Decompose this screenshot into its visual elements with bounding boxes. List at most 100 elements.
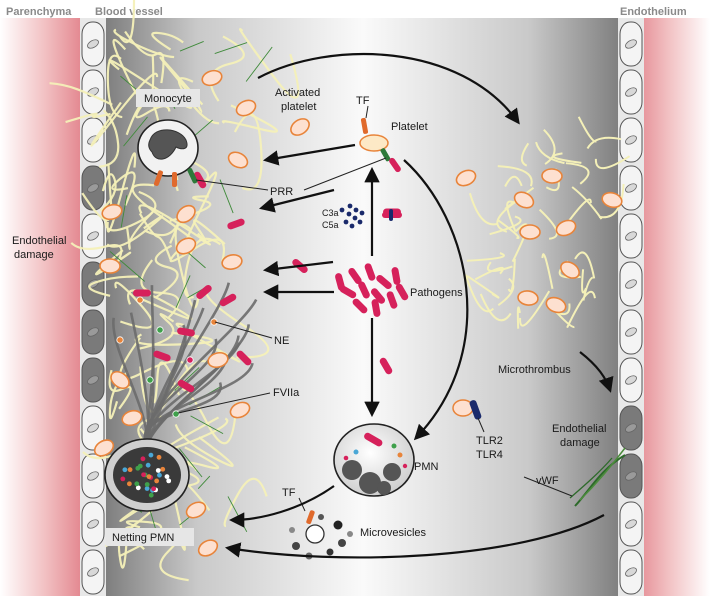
arrow-platelet-monocyte — [262, 143, 356, 166]
tlr-line — [477, 417, 485, 433]
arrow-to-microthrombus — [257, 52, 520, 125]
endothelial-nucleus — [87, 375, 99, 385]
fibrin-strand — [119, 0, 136, 44]
fibrin-strand — [582, 276, 594, 301]
platelet — [235, 99, 257, 117]
fibrin-strand — [543, 129, 556, 165]
platelet — [517, 290, 539, 306]
platelet — [545, 296, 567, 314]
fibrin-strand — [507, 258, 516, 293]
monocyte-cell — [137, 119, 199, 187]
fibrin-strand — [586, 136, 622, 150]
tf-top-label: TF — [356, 95, 370, 107]
net-strands — [112, 282, 258, 446]
fibrin-strand — [144, 215, 183, 244]
arrow-damage-netting — [224, 514, 605, 559]
platelet — [201, 69, 223, 87]
granule — [144, 486, 150, 491]
pmn-label: PMN — [414, 461, 439, 473]
net-granule — [172, 410, 180, 418]
endothelial-nucleus — [625, 231, 637, 241]
fibrin-strand — [594, 155, 631, 170]
monocyte-label: Monocyte — [144, 93, 192, 105]
platelet — [229, 401, 251, 419]
fibrin-strand — [114, 281, 154, 329]
endothelial-nucleus — [87, 471, 99, 481]
tlr-platelet — [452, 399, 482, 420]
pathogen — [379, 357, 393, 375]
tf-bottom-label: TF — [282, 487, 296, 499]
fibrin-strand — [574, 251, 596, 279]
fibrin-strand — [106, 152, 137, 233]
pathogen — [371, 299, 381, 317]
right-endothelium — [618, 18, 644, 596]
pathogen — [227, 218, 245, 230]
arrow-pmn-netting — [228, 485, 335, 528]
green-fiber — [175, 275, 191, 308]
net-granule — [116, 336, 124, 344]
granule — [126, 481, 132, 487]
endothelial-nucleus — [625, 423, 637, 433]
pathogen — [196, 284, 212, 300]
activated-platelet — [359, 105, 401, 173]
platelet — [221, 254, 243, 270]
prr-line-monocyte — [195, 179, 269, 191]
granule — [146, 474, 152, 480]
endothelial-nucleus — [625, 567, 637, 577]
endothelial-nucleus — [625, 87, 637, 97]
fviia-label: FVIIa — [273, 387, 300, 399]
fibrin-strand — [70, 242, 123, 267]
pathogen — [364, 263, 376, 281]
granule — [127, 467, 133, 473]
fibrin-strand — [124, 30, 165, 84]
platelet — [197, 539, 219, 557]
fibrin-strand — [154, 244, 179, 299]
granule — [134, 481, 140, 487]
endothelial-nucleus — [625, 39, 637, 49]
platelet — [455, 169, 477, 187]
fibrin-strand — [504, 175, 523, 187]
pathogen — [193, 171, 207, 189]
platelet — [101, 203, 123, 221]
green-fiber — [179, 41, 204, 52]
pathogen — [133, 289, 151, 297]
pathogen — [386, 291, 398, 309]
granule — [148, 452, 154, 458]
pathogen — [219, 293, 237, 307]
endothelial-nucleus — [625, 471, 637, 481]
pathogen — [395, 283, 409, 301]
microvesicles — [289, 497, 353, 560]
monocyte-label-box — [136, 89, 200, 107]
fibrin-strand — [479, 293, 512, 322]
left-parenchyma — [0, 18, 80, 596]
fibrin-strand — [174, 223, 200, 309]
granule — [140, 456, 146, 462]
fibrin-strand — [466, 252, 505, 262]
fibrin-strand — [99, 173, 117, 212]
header-blood-vessel: Blood vessel — [95, 6, 163, 18]
platelet — [176, 204, 196, 224]
endothelial-nucleus — [87, 519, 99, 529]
granule — [144, 482, 150, 487]
endothelial-damage-right-line2: damage — [560, 437, 600, 449]
arrow-c3a-monocyte — [259, 188, 335, 213]
net-granule — [146, 376, 154, 384]
endothelial-nucleus — [87, 39, 99, 49]
fibrin-strand — [571, 186, 603, 220]
netting-pmn-label: Netting PMN — [112, 532, 174, 544]
fibrin-strand — [81, 163, 113, 222]
endothelial-nucleus — [87, 327, 99, 337]
green-fiber — [190, 415, 224, 434]
fibrin-strand — [598, 184, 625, 219]
granule — [156, 454, 162, 460]
endothelial-damage-left-line2: damage — [14, 249, 54, 261]
granule — [135, 465, 141, 471]
granule — [135, 485, 141, 491]
green-fiber — [219, 179, 234, 214]
green-fiber — [109, 251, 146, 282]
fibrin-strand — [486, 261, 513, 272]
netting-pmn-label-box — [106, 528, 194, 546]
granule — [155, 468, 161, 473]
endothelial-nucleus — [625, 183, 637, 193]
